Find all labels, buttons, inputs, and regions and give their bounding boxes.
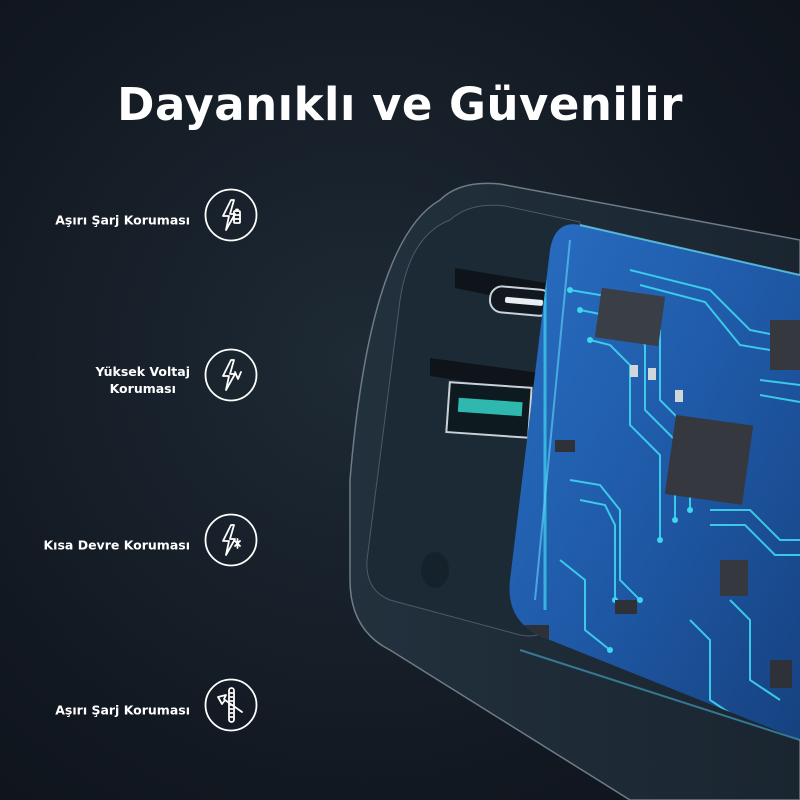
feature-label: Kısa Devre Koruması [43, 537, 191, 553]
feature-overcharge-protection: Aşırı Şarj Koruması [0, 188, 270, 252]
feature-label: Aşırı Şarj Koruması [55, 212, 190, 228]
feature-overcharge-protection-2: Aşırı Şarj Koruması [0, 678, 270, 742]
bolt-battery-icon [204, 188, 258, 242]
usb-a-slot [430, 358, 555, 395]
page-title: Dayanıklı ve Güvenilir [117, 78, 683, 132]
bolt-spark-icon [204, 513, 258, 567]
feature-short-circuit-protection: Kısa Devre Koruması [0, 513, 270, 577]
feature-high-voltage-protection: Yüksek Voltaj Koruması [0, 348, 270, 412]
bolt-voltage-icon [204, 348, 258, 402]
feature-label: Yüksek Voltaj Koruması [95, 364, 191, 396]
thermometer-arrow-icon [204, 678, 258, 732]
feature-label: Aşırı Şarj Koruması [55, 702, 190, 718]
power-bank-image [330, 180, 800, 800]
